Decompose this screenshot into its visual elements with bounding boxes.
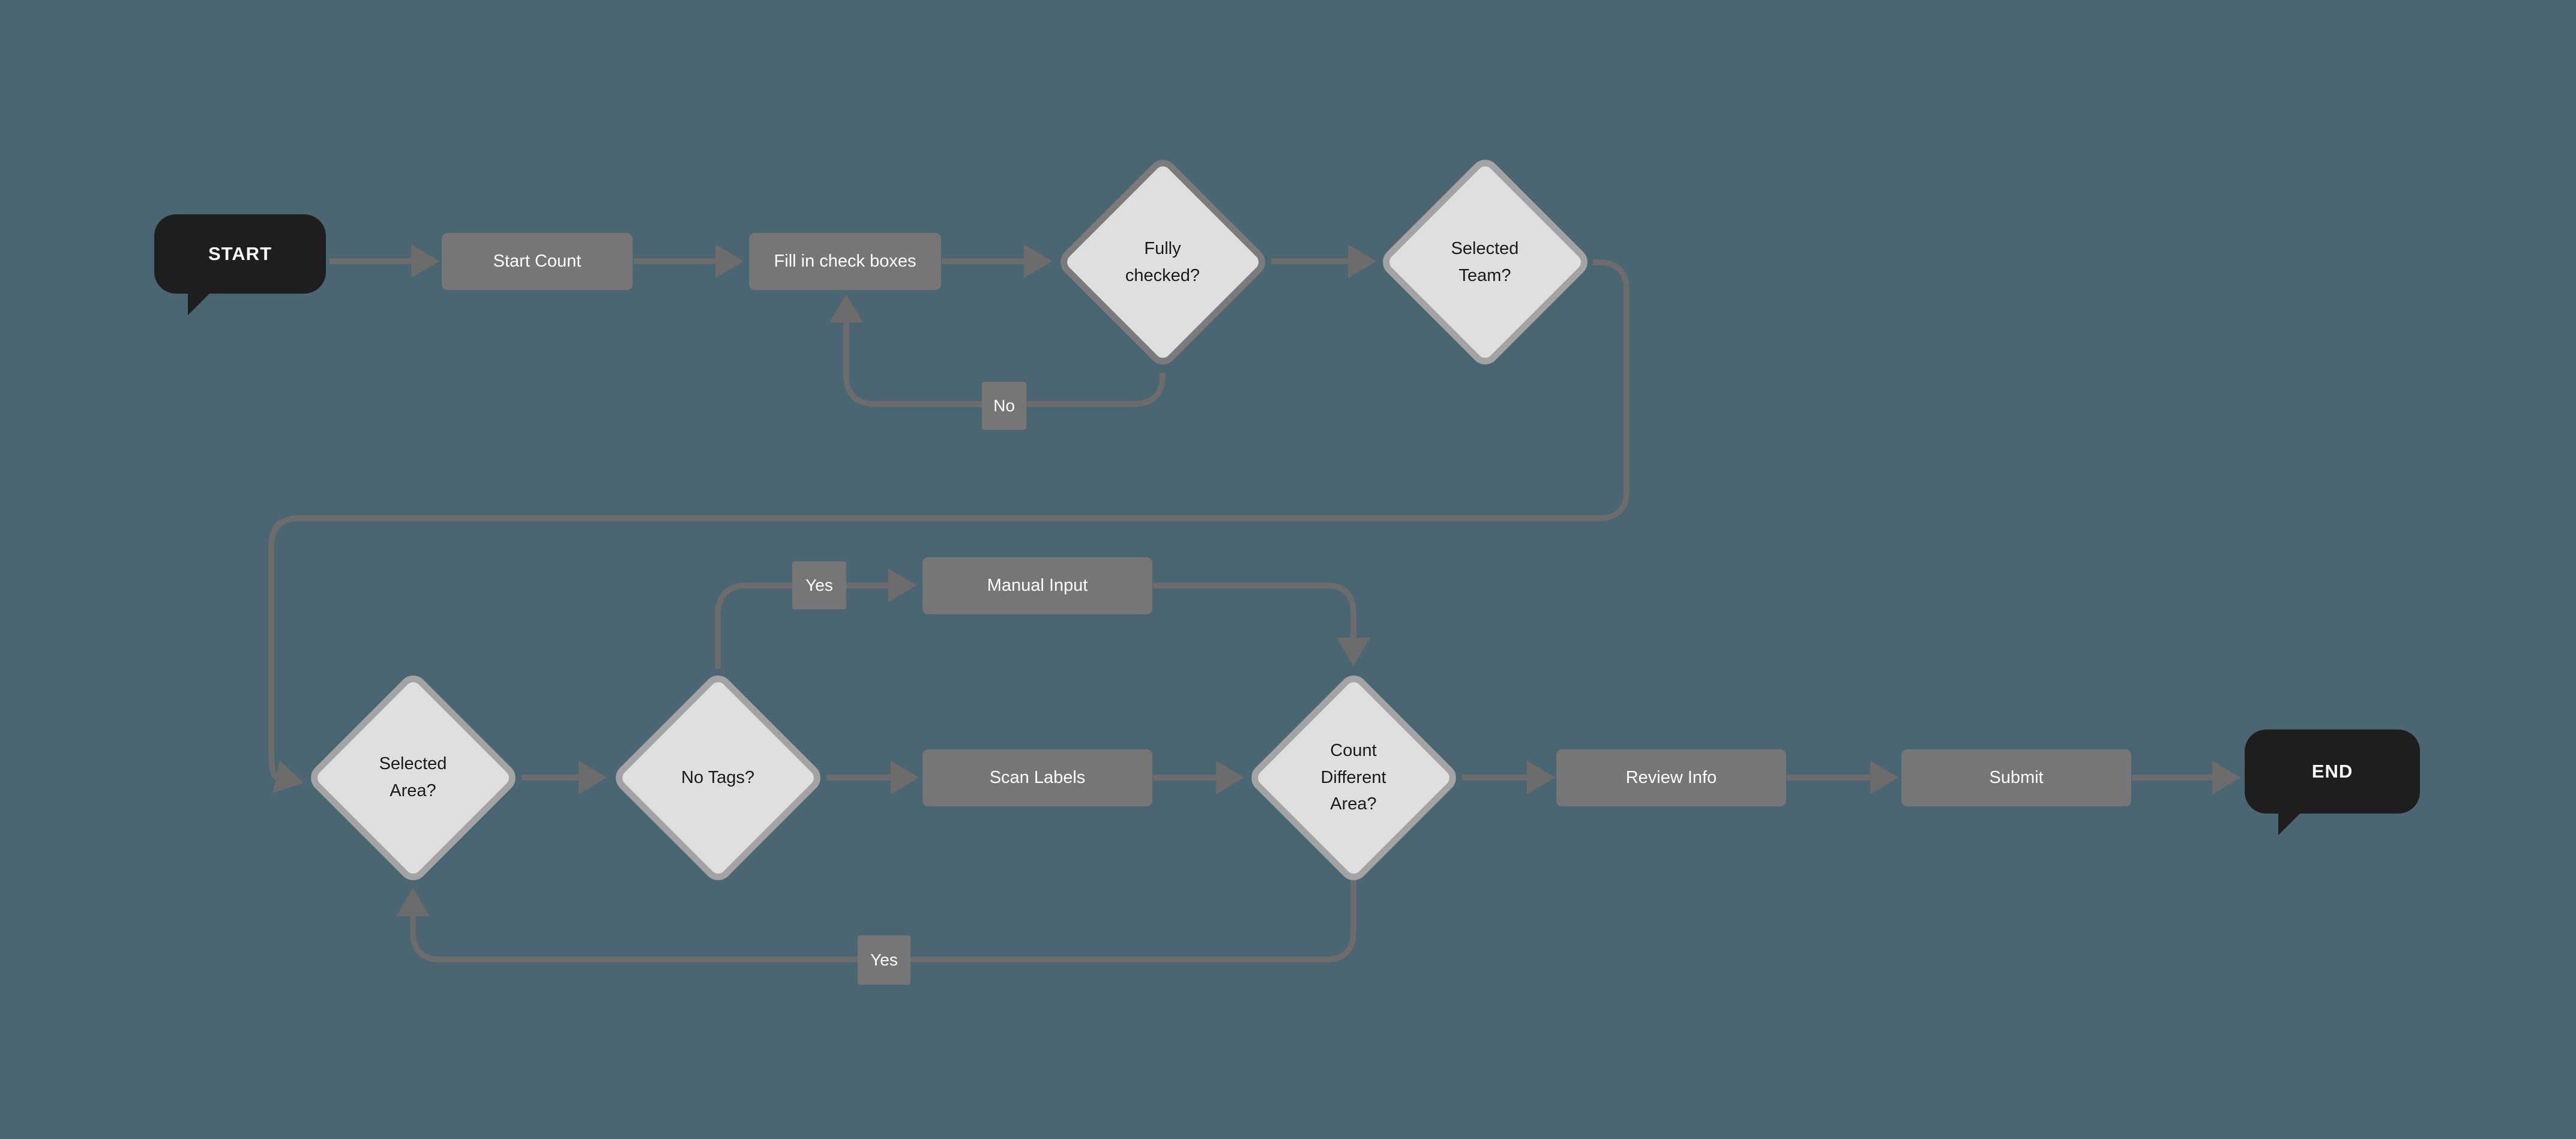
node-scan-labels-label: Scan Labels: [989, 768, 1086, 787]
edge-selected-team-to-selected-area: [268, 259, 1630, 794]
node-submit-label: Submit: [1989, 768, 2044, 787]
edge-yes-branch: [715, 569, 916, 669]
node-manual-input-label: Manual Input: [987, 576, 1088, 595]
node-fill-checkboxes-label: Fill in check boxes: [774, 252, 916, 271]
node-fully-checked-label: Fully checked?: [1125, 239, 1200, 285]
node-review-info-label: Review Info: [1625, 768, 1717, 787]
node-manual-input[interactable]: Manual Input: [922, 557, 1152, 614]
node-end-label: END: [2311, 761, 2353, 782]
edge-label-yes-loop[interactable]: Yes: [858, 935, 910, 985]
node-start-count-label: Start Count: [493, 252, 582, 271]
edge-label-no[interactable]: No: [982, 382, 1026, 430]
speech-bubble-tail: [188, 289, 214, 315]
node-end[interactable]: END: [2245, 730, 2420, 835]
node-start-count[interactable]: Start Count: [442, 233, 633, 290]
node-no-tags-label: No Tags?: [681, 767, 754, 787]
node-start[interactable]: START: [154, 214, 326, 315]
edge-manual-input-to-count-different-area: [1153, 582, 1370, 666]
node-start-label: START: [208, 243, 272, 264]
speech-bubble-tail: [2278, 809, 2305, 835]
edge-label-yes-branch[interactable]: Yes: [792, 561, 846, 609]
node-fill-checkboxes[interactable]: Fill in check boxes: [749, 233, 941, 290]
node-scan-labels[interactable]: Scan Labels: [922, 749, 1152, 806]
node-count-different-area-label: Count Different Area?: [1320, 740, 1386, 814]
node-review-info[interactable]: Review Info: [1556, 749, 1786, 806]
node-selected-area-label: Selected Area?: [379, 754, 447, 800]
node-submit[interactable]: Submit: [1901, 749, 2131, 806]
node-selected-team-label: Selected Team?: [1451, 239, 1519, 285]
